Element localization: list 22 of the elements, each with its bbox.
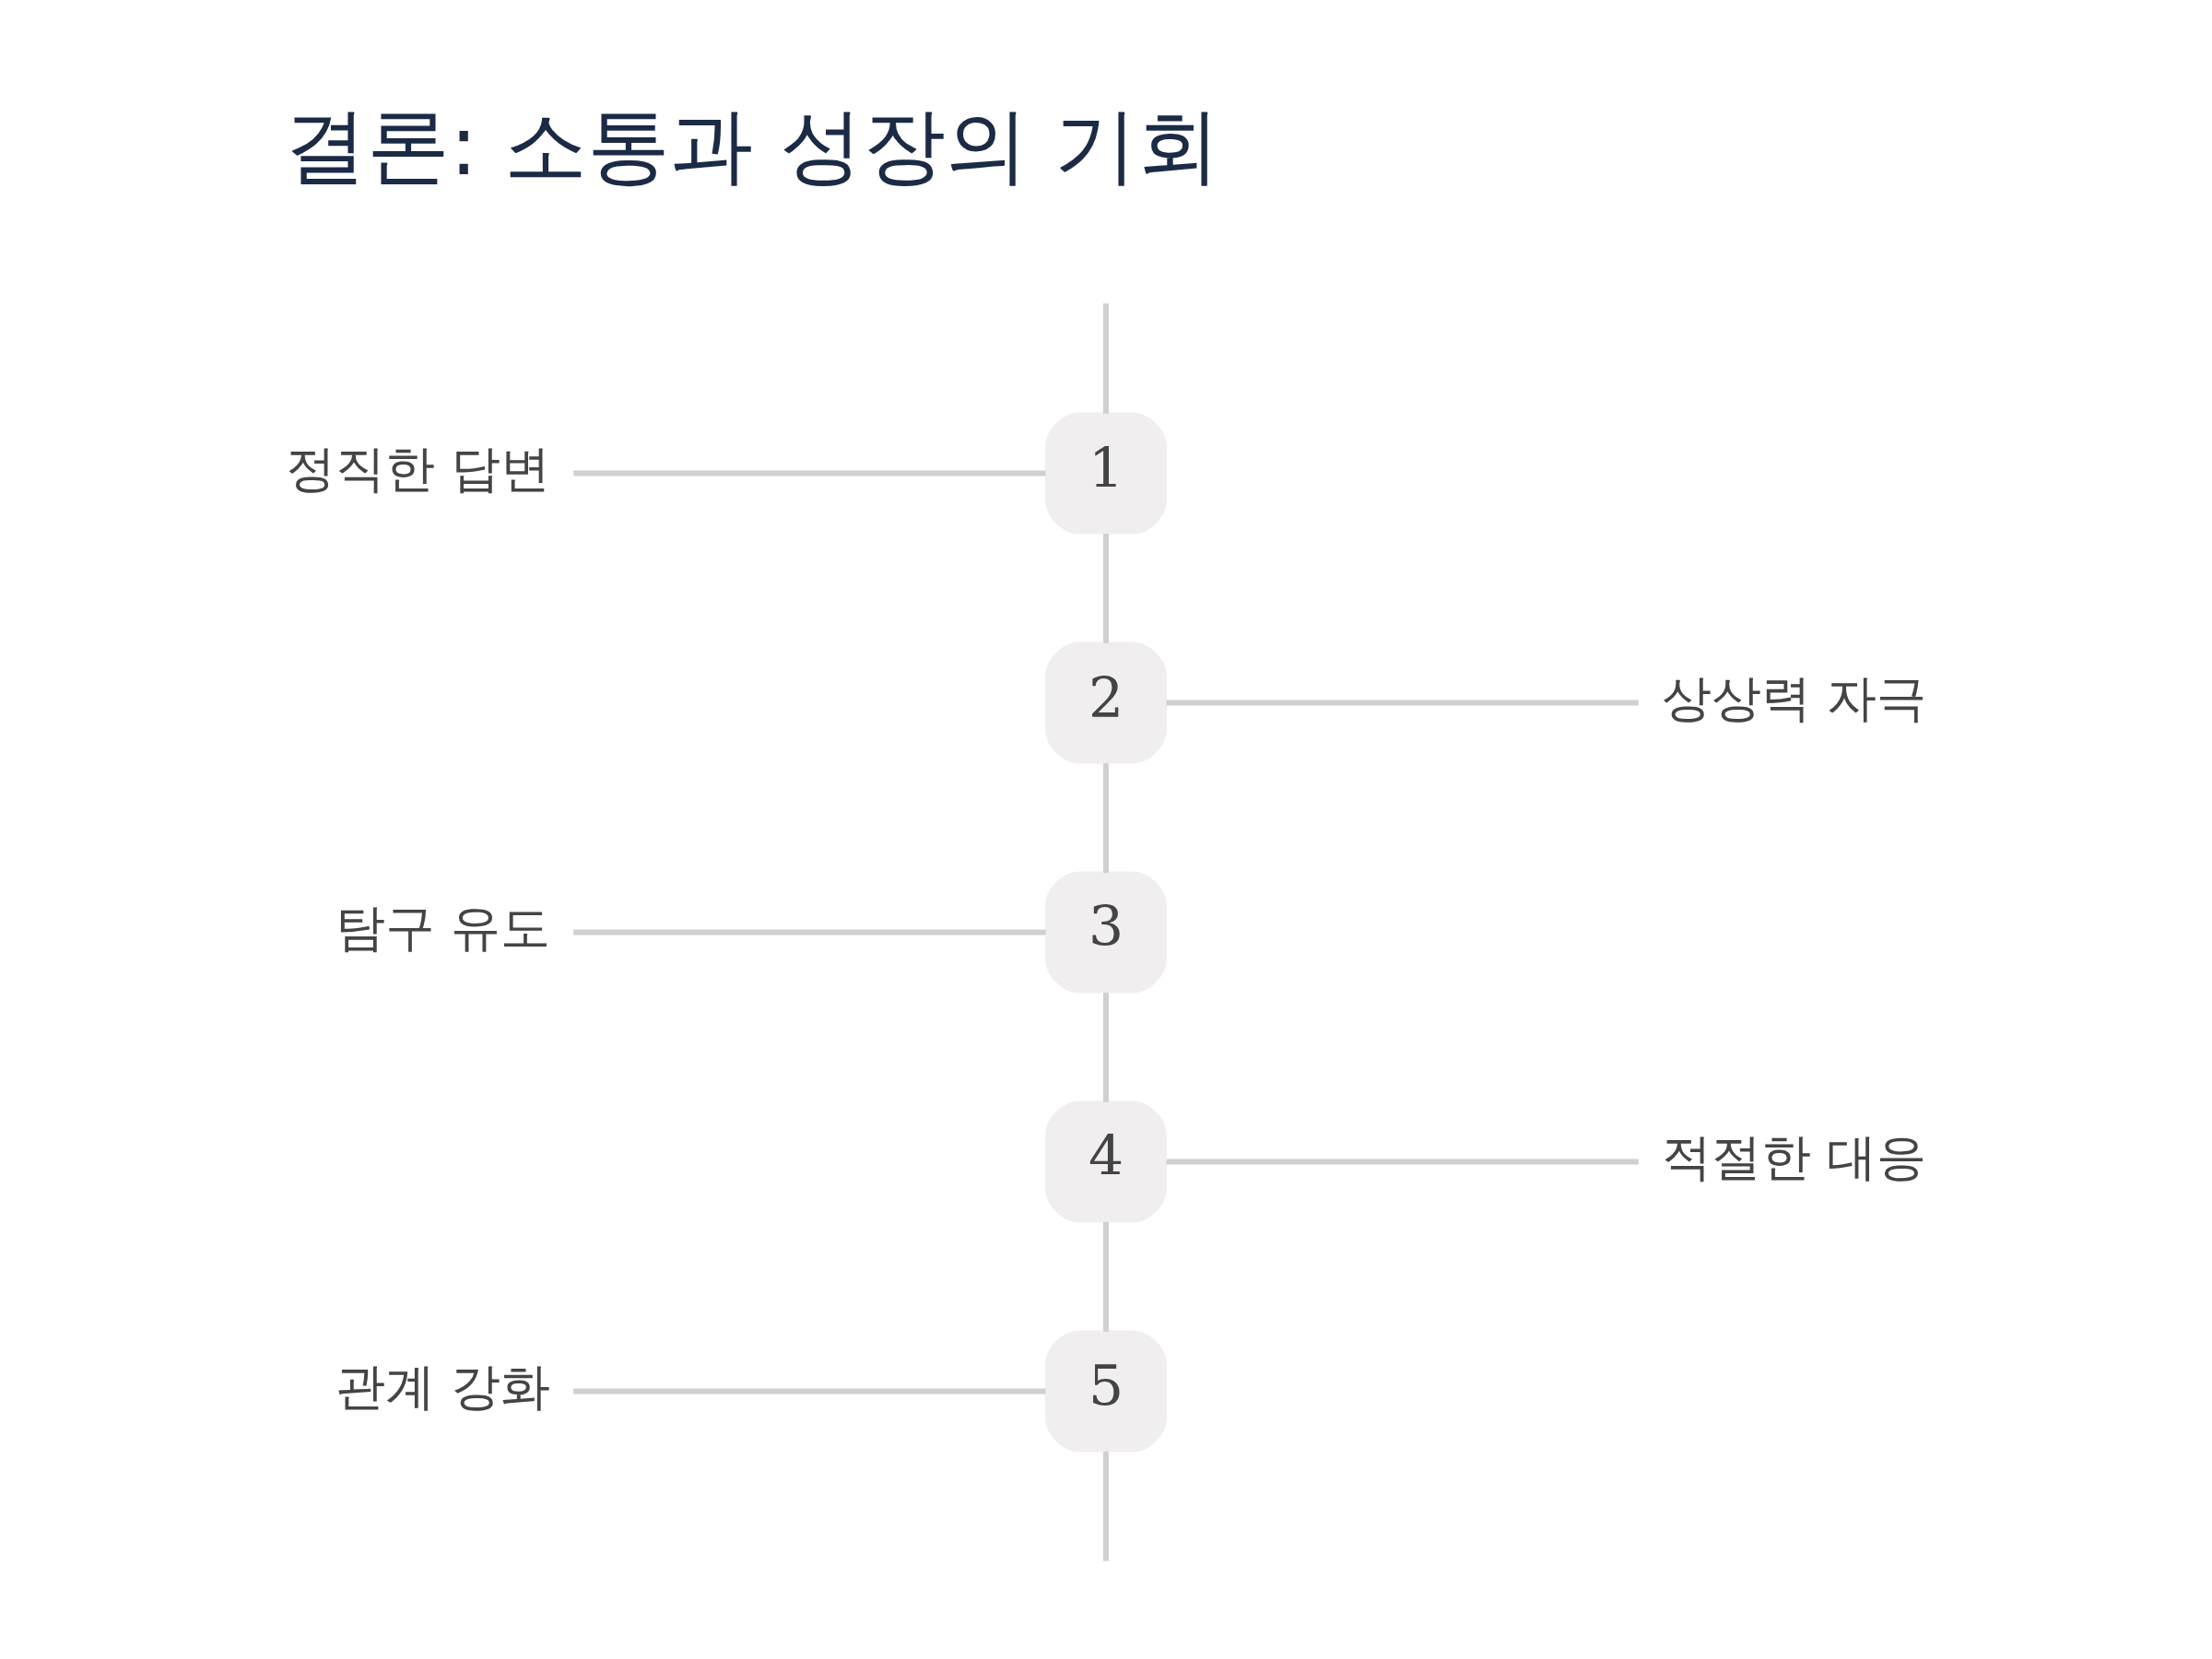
connector	[573, 929, 1046, 935]
connector	[573, 1387, 1046, 1394]
node-text: 상상력 자극	[1662, 668, 1927, 727]
connector	[1103, 992, 1109, 1102]
connector	[1103, 1221, 1109, 1332]
connector	[1103, 302, 1109, 414]
node-box: 1	[1045, 412, 1167, 535]
node-box: 4	[1045, 1100, 1167, 1222]
node-box: 2	[1045, 641, 1167, 763]
node-box: 3	[1045, 871, 1167, 993]
diagram-title: 결론: 소통과 성장의 기회	[284, 96, 1221, 194]
connector	[1103, 762, 1109, 873]
connector	[573, 470, 1046, 477]
connector	[1166, 700, 1639, 706]
node-text: 탐구 유도	[335, 898, 550, 957]
node-text: 정직한 답변	[285, 439, 550, 498]
connector	[1166, 1158, 1639, 1164]
node-text: 적절한 대응	[1662, 1127, 1927, 1186]
node-box: 5	[1045, 1329, 1167, 1452]
node-text: 관계 강화	[335, 1357, 550, 1416]
connector	[1103, 533, 1109, 643]
connector	[1103, 1451, 1109, 1561]
